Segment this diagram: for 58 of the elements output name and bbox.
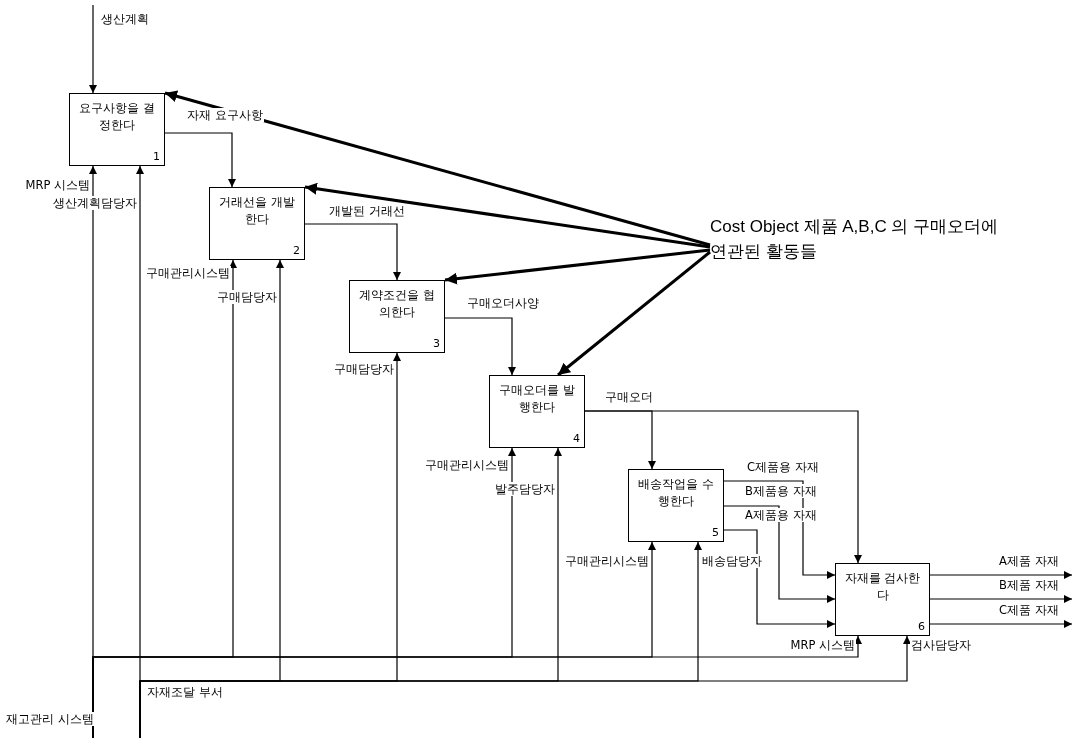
- edge-label: MRP 시스템: [789, 638, 856, 652]
- edge-label: 자재 요구사항: [186, 108, 264, 122]
- box-number: 2: [293, 244, 300, 257]
- arrow: [304, 223, 401, 281]
- activity-box: [835, 563, 930, 636]
- arrow: [723, 480, 836, 579]
- arrow: [89, 4, 97, 94]
- edge-label: MRP 시스템: [24, 178, 91, 192]
- activity-box: [209, 187, 305, 260]
- edge-label: 구매담당자: [216, 290, 278, 304]
- arrow: [444, 317, 516, 376]
- edge-label: C제품 자재: [998, 603, 1060, 617]
- edge-label: B제품용 자재: [744, 484, 818, 498]
- edge-label: 구매관리시스템: [564, 554, 650, 568]
- edge-label: A제품 자재: [998, 554, 1060, 568]
- edge-label: 구매오더사양: [466, 296, 540, 310]
- edge-label: 생산계획: [100, 12, 150, 26]
- box-number: 5: [712, 526, 719, 539]
- edge-label: 구매관리시스템: [424, 458, 510, 472]
- activity-box: [69, 93, 165, 166]
- box-number: 1: [153, 150, 160, 163]
- activity-label: 배송작업을 수행한다: [637, 476, 715, 510]
- edge-label: C제품용 자재: [746, 460, 820, 474]
- activity-label: 거래선을 개발한다: [218, 194, 296, 228]
- pointer-arrow: [164, 90, 711, 247]
- edge-label: 검사담당자: [910, 638, 972, 652]
- arrow: [723, 505, 836, 603]
- activity-label: 자재를 검사한다: [843, 570, 922, 604]
- pointer-arrow: [557, 250, 711, 377]
- activity-box: [349, 280, 445, 353]
- arrow: [723, 529, 836, 628]
- edge-label: 개발된 거래선: [328, 204, 406, 218]
- arrow: [929, 571, 1073, 579]
- activity-label: 구매오더를 발행한다: [498, 382, 576, 416]
- arrow: [164, 132, 236, 188]
- annotation-text: Cost Object 제품 A,B,C 의 구매오더에 연관된 활동들: [710, 214, 1010, 270]
- arrow: [929, 620, 1073, 628]
- edge-label: 생산계획담당자: [52, 196, 138, 210]
- edge-label: 배송담당자: [701, 554, 763, 568]
- pointer-arrow: [444, 248, 711, 285]
- activity-label: 요구사항을 결정한다: [78, 100, 156, 134]
- edge-label: 구매담당자: [333, 362, 395, 376]
- edge-label: B제품 자재: [998, 578, 1060, 592]
- edge-label: 구매오더: [604, 390, 654, 404]
- activity-box: [628, 469, 724, 542]
- edge-label: A제품용 자재: [744, 508, 818, 522]
- arrow-label: 자재조달 부서: [146, 685, 224, 699]
- arrow: [929, 595, 1073, 603]
- box-number: 6: [918, 620, 925, 633]
- arrow: [584, 410, 862, 564]
- activity-label: 계약조건을 협의한다: [358, 287, 436, 321]
- pointer-arrow: [304, 182, 711, 249]
- edge-label: 구매관리시스템: [145, 266, 231, 280]
- arrow-label: 재고관리 시스템: [5, 712, 95, 726]
- edge-label: 발주담당자: [494, 482, 556, 496]
- box-number: 3: [433, 337, 440, 350]
- activity-box: [489, 375, 585, 448]
- box-number: 4: [573, 432, 580, 445]
